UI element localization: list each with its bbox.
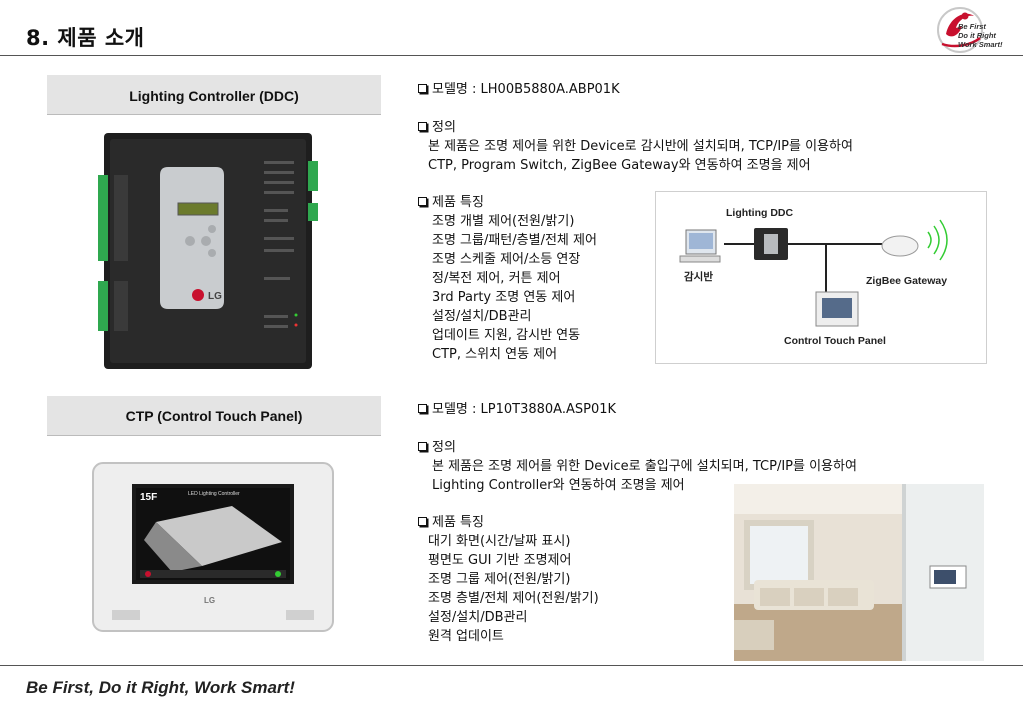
ctp-feature-item: 평면도 GUI 기반 조명제어 [428,553,572,568]
ddc-feature-item: 정/복전 제어, 커튼 제어 [432,271,561,286]
ctp-floor: 15F [140,492,157,503]
page-title: 8. 제품 소개 [26,26,145,50]
ctp-features-title: 제품 특징 [418,513,484,532]
ddc-feature-item: 조명 개별 제어(전원/밝기) [432,214,575,229]
checkbox-bullet-icon [418,404,427,413]
ddc-feature-item: 조명 스케줄 제어/소등 연장 [432,252,581,267]
ctp-screen-title: LED Lighting Controller [188,491,240,497]
checkbox-bullet-icon [418,517,427,526]
ddc-feature-item: CTP, 스위치 연동 제어 [432,347,558,362]
ddc-definition-line: CTP, Program Switch, ZigBee Gateway와 연동하… [428,158,811,173]
ddc-model-text: 모델명 : LH00B5880A.ABP01K [432,82,620,97]
network-diagram: Lighting DDC 감시반 ZigBee Gateway Control … [655,191,987,364]
ddc-features-title: 제품 특징 [418,193,484,212]
diagram-monitor-label: 감시반 [684,271,713,283]
ddc-brand: LG [208,291,222,302]
ddc-definition-line: 본 제품은 조명 제어를 위한 Device로 감시반에 설치되며, TCP/I… [428,139,853,154]
ctp-feature-item: 조명 층별/전체 제어(전원/밝기) [428,591,599,606]
ddc-model: 모델명 : LH00B5880A.ABP01K [418,80,620,99]
logo-slogan: Be First Do it Right Work Smart! [958,22,1002,49]
ctp-features-title-text: 제품 특징 [432,515,484,530]
ctp-brand: LG [204,596,215,605]
ddc-device-image: LG [98,133,318,369]
lg-logo-icon [937,7,983,53]
ctp-model-text: 모델명 : LP10T3880A.ASP01K [432,402,617,417]
ctp-label: CTP (Control Touch Panel) [47,396,381,436]
header-divider [0,55,1023,56]
ctp-feature-item: 원격 업데이트 [428,629,504,644]
ctp-definition-title-text: 정의 [432,440,456,455]
checkbox-bullet-icon [418,197,427,206]
ctp-device-image: 15F LED Lighting Controller LG [92,462,334,632]
ctp-definition-title: 정의 [418,438,456,457]
ddc-feature-item: 설정/설치/DB관리 [432,309,532,324]
ddc-definition-title-text: 정의 [432,120,456,135]
diagram-ctp-label: Control Touch Panel [784,335,886,347]
ctp-definition-line: Lighting Controller와 연동하여 조명을 제어 [432,478,685,493]
checkbox-bullet-icon [418,122,427,131]
checkbox-bullet-icon [418,84,427,93]
ctp-feature-item: 대기 화면(시간/날짜 표시) [428,534,571,549]
ddc-label: Lighting Controller (DDC) [47,75,381,115]
footer-slogan: Be First, Do it Right, Work Smart! [26,678,295,697]
ddc-feature-item: 조명 그룹/패턴/층별/전체 제어 [432,233,597,248]
diagram-gateway-label: ZigBee Gateway [866,275,948,287]
logo-line-1: Be First [958,22,986,31]
ctp-feature-item: 조명 그룹 제어(전원/밝기) [428,572,571,587]
ddc-features-title-text: 제품 특징 [432,195,484,210]
ctp-definition-line: 본 제품은 조명 제어를 위한 Device로 출입구에 설치되며, TCP/I… [432,459,857,474]
logo-line-2: Do it Right [958,31,996,40]
footer-divider [0,665,1023,666]
ddc-feature-item: 업데이트 지원, 감시반 연동 [432,328,581,343]
ctp-model: 모델명 : LP10T3880A.ASP01K [418,400,616,419]
interior-photo [734,484,984,661]
network-lines [679,219,948,327]
ddc-definition-title: 정의 [418,118,456,137]
logo-line-3: Work Smart! [958,40,1003,49]
checkbox-bullet-icon [418,442,427,451]
diagram-ddc-label: Lighting DDC [726,207,794,219]
ctp-feature-item: 설정/설치/DB관리 [428,610,528,625]
ddc-feature-item: 3rd Party 조명 연동 제어 [432,290,576,305]
